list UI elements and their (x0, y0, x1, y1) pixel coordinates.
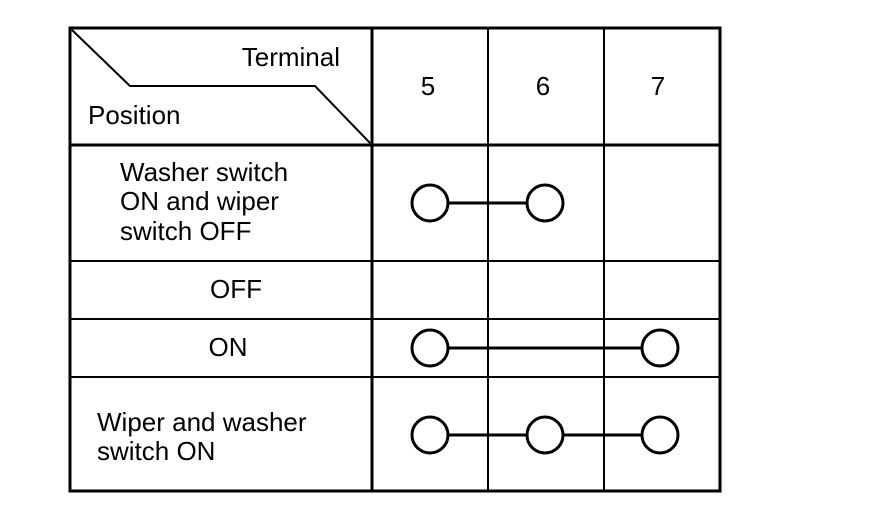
terminal-header-label: Terminal (242, 42, 340, 72)
terminal-header-5: 5 (421, 71, 435, 101)
continuity-marks (410, 183, 680, 455)
terminal-header-7: 7 (651, 71, 665, 101)
row-label-line: Wiper and washer (97, 407, 307, 437)
continuity-node-terminal-6 (525, 183, 565, 223)
position-header-label: Position (88, 100, 181, 130)
terminal-header-6: 6 (536, 71, 550, 101)
continuity-node-terminal-7 (640, 328, 680, 368)
row-label-line: Washer switch (120, 157, 288, 187)
continuity-node-terminal-5 (410, 415, 450, 455)
continuity-node-terminal-7 (640, 415, 680, 455)
row-label-line: ON (209, 332, 248, 362)
continuity-node-terminal-5 (410, 328, 450, 368)
row-label-line: switch OFF (120, 216, 251, 246)
continuity-node-terminal-5 (410, 183, 450, 223)
row-label-line: ON and wiper (120, 186, 279, 216)
continuity-node-terminal-6 (525, 415, 565, 455)
row-label-line: switch ON (97, 436, 215, 466)
header-corner-diagonal (71, 29, 371, 144)
row-label-line: OFF (210, 274, 262, 304)
table-frame (68, 26, 722, 493)
